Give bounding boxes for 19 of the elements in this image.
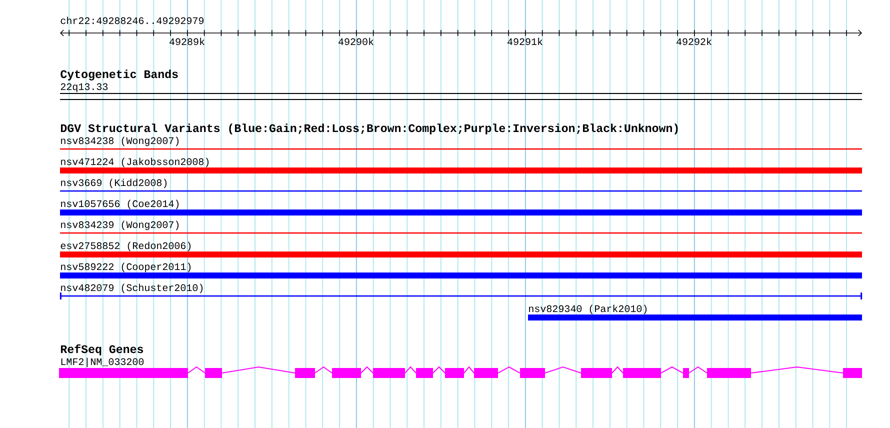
variant-label: nsv1057656 (Coe2014) [61,200,179,210]
track-heading: Cytogenetic Bands [60,70,178,80]
variant-label: nsv471224 (Jakobsson2008) [61,158,209,168]
band-label: 22q13.33 [60,83,108,92]
tick-label: 49290k [338,38,374,46]
tick-label: 49291k [508,38,542,46]
variant-label: nsv3669 (Kidd2008) [61,178,167,188]
variant-label: nsv834239 (Wong2007) [61,220,179,230]
gene-label: LMF2|NM_033200 [61,358,144,368]
variant-label: nsv589222 (Cooper2011) [61,262,191,272]
variant-label: esv2758852 (Redon2006) [60,242,191,252]
variant-label: nsv482079 (Schuster2010) [61,284,203,294]
track-heading: RefSeq Genes [60,344,144,356]
axis-label: chr22:49288246..49292979 [60,16,204,24]
tick-label: 49292k [676,38,712,46]
tick-label: 49289k [170,38,204,46]
variant-label: nsv834238 (Wong2007) [61,136,179,146]
track-heading: DGV Structural Variants (Blue:Gain;Red:Loss;Brown:Complex;Purple:Inversion;Black:Unknown) [60,124,678,134]
variant-label: nsv829340 (Park2010) [529,304,647,314]
